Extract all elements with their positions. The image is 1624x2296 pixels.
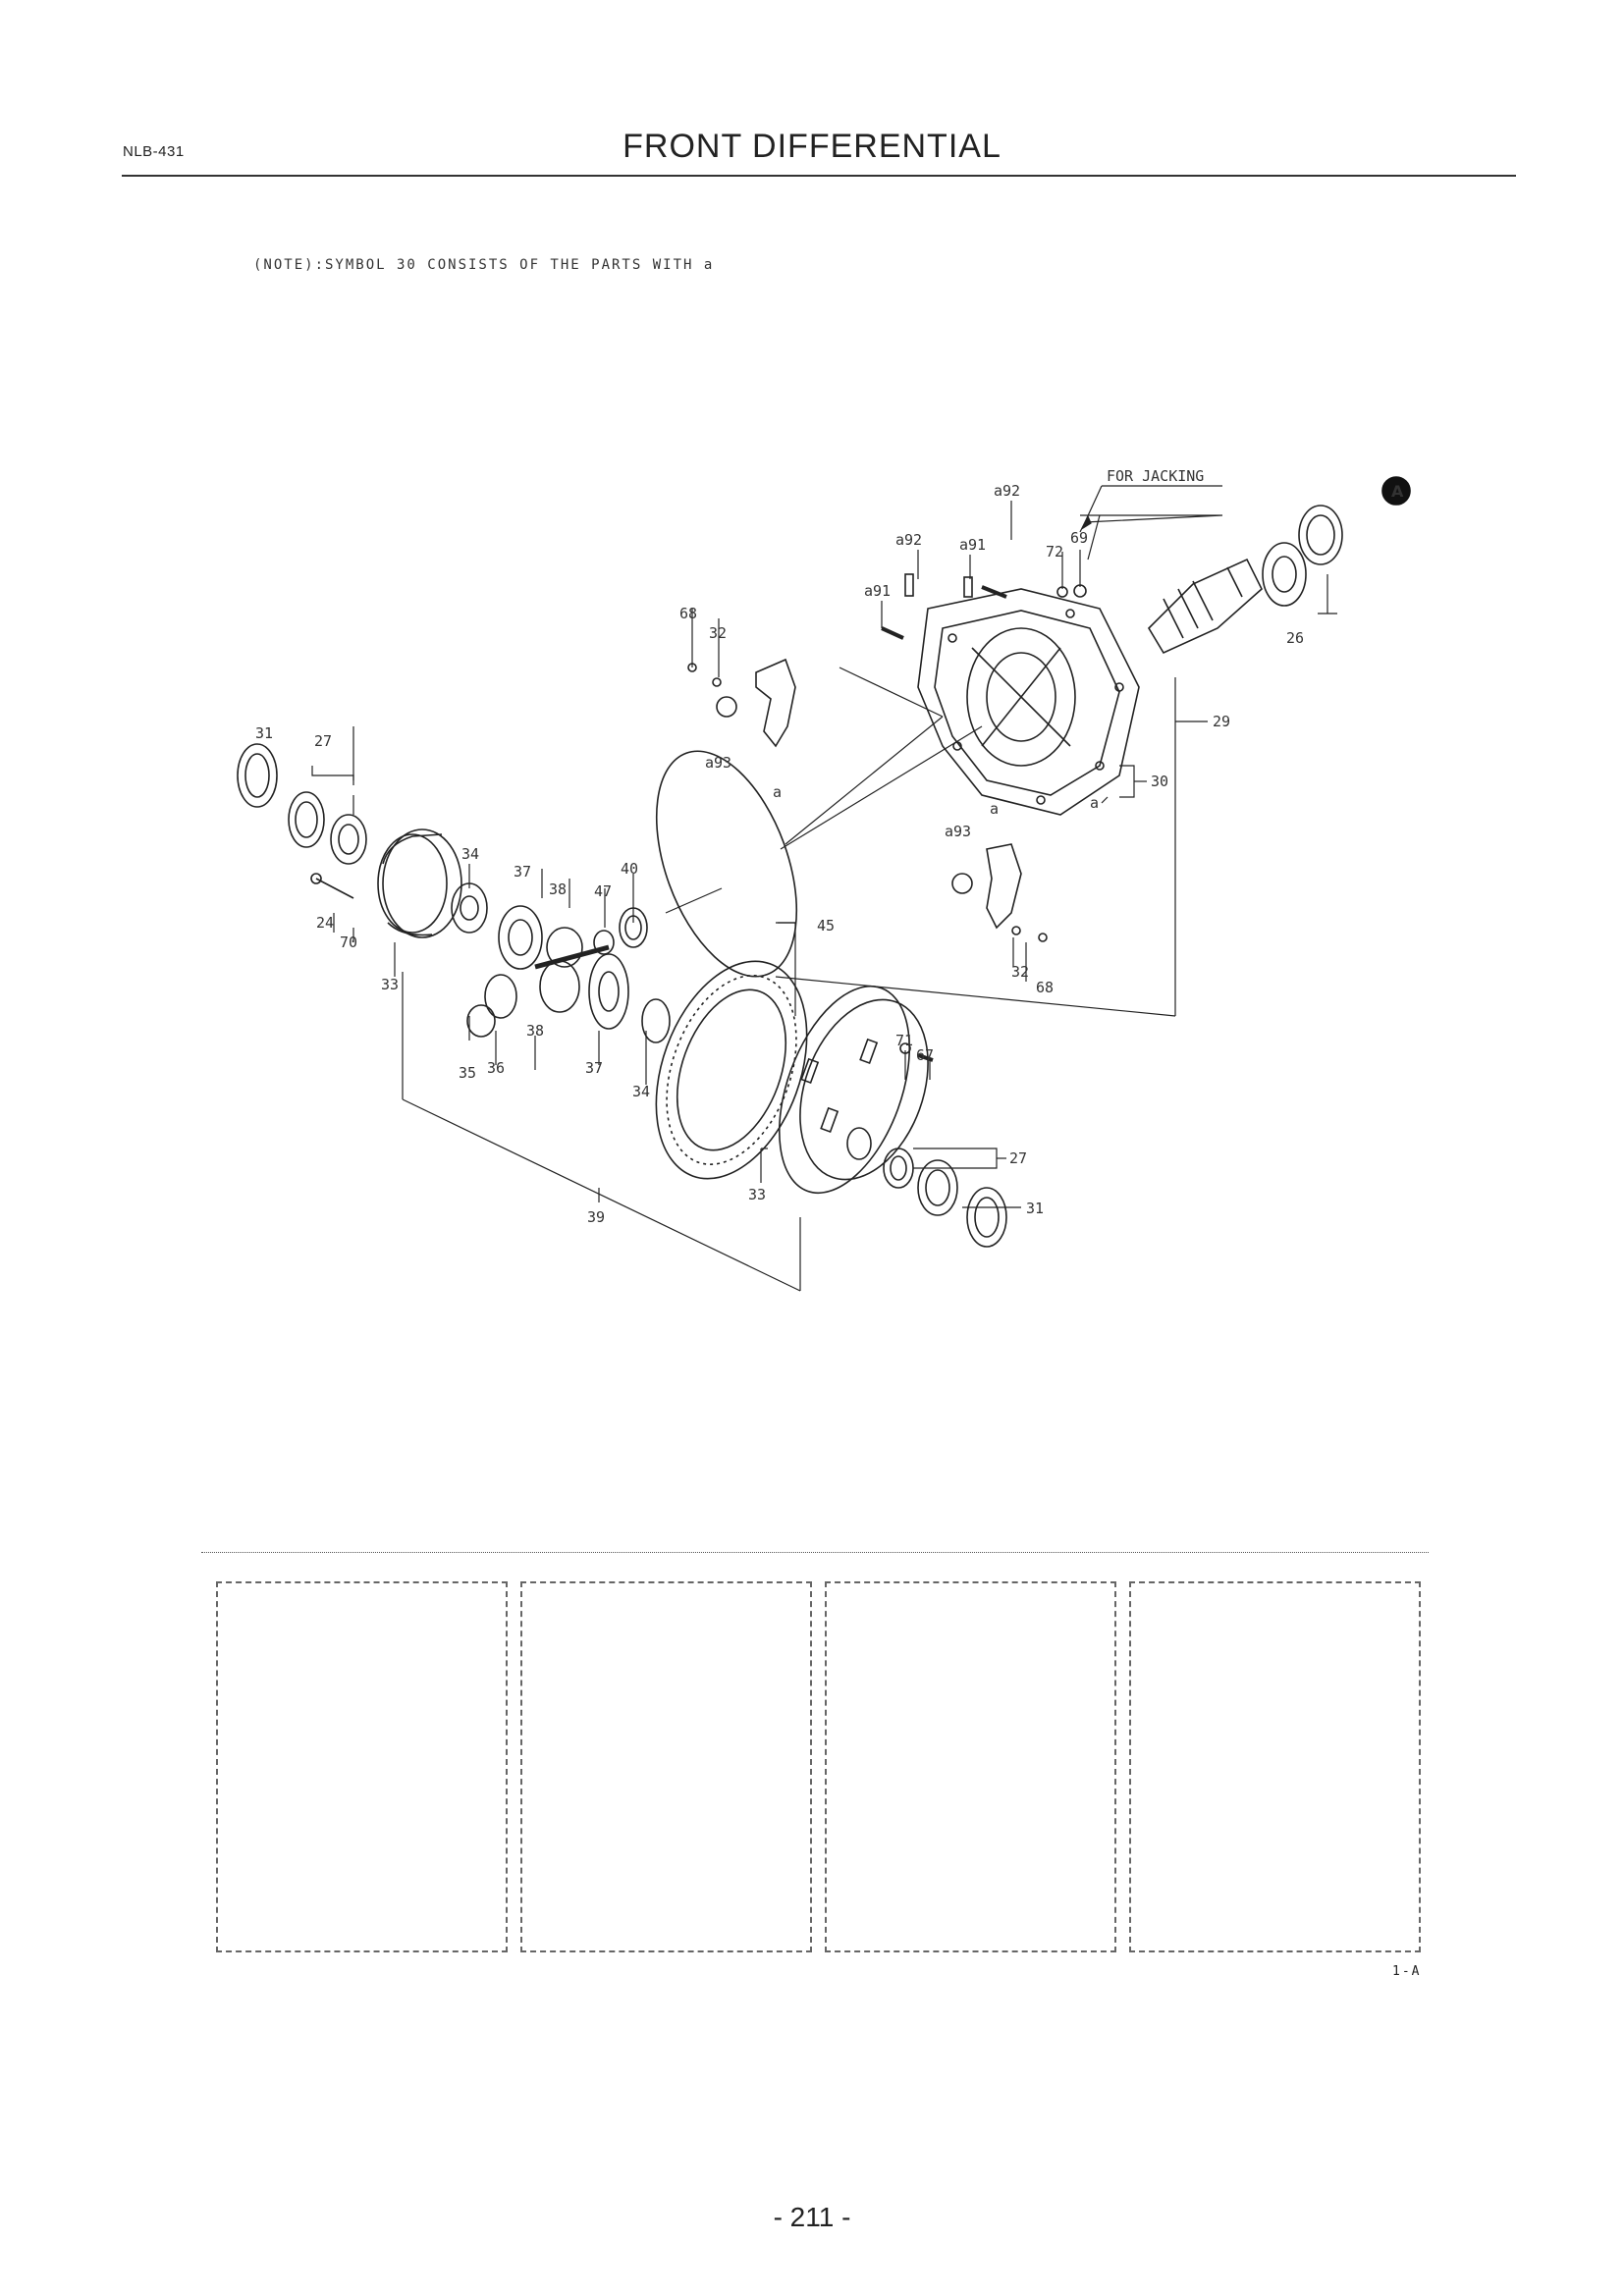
part-label: 38 — [549, 881, 567, 898]
part-label: 26 — [1286, 629, 1304, 647]
bearing-cap-upper — [716, 658, 796, 748]
left-case-half — [377, 828, 462, 938]
part-label: 31 — [1026, 1200, 1044, 1217]
section-separator — [201, 1552, 1429, 1553]
left-side-bearing — [237, 743, 367, 865]
part-label: 34 — [461, 845, 479, 863]
jacking-label: FOR JACKING — [1107, 467, 1204, 485]
part-label: a — [990, 800, 999, 818]
part-label: 37 — [514, 863, 531, 881]
part-label: 24 — [316, 914, 334, 932]
leader-lines — [311, 501, 1337, 1292]
part-labels: FOR JACKING a92 a92 a91 a91 72 69 68 32 … — [255, 467, 1304, 1226]
part-label: 47 — [594, 882, 612, 900]
diagram-note: (NOTE):SYMBOL 30 CONSISTS OF THE PARTS W… — [253, 257, 715, 273]
part-label: 40 — [621, 860, 638, 878]
part-label: 68 — [679, 605, 697, 622]
part-label: 39 — [587, 1208, 605, 1226]
header-rule — [122, 175, 1516, 177]
part-label: 45 — [817, 917, 835, 934]
part-label: 69 — [1070, 529, 1088, 547]
part-label: 29 — [1213, 713, 1230, 730]
part-label: 32 — [1011, 963, 1029, 981]
part-label: a91 — [864, 582, 891, 600]
part-label: 38 — [526, 1022, 544, 1040]
empty-box-2 — [520, 1581, 812, 1952]
part-label: a92 — [994, 482, 1020, 500]
empty-box-4 — [1129, 1581, 1421, 1952]
part-label: 33 — [381, 976, 399, 993]
part-label: 37 — [585, 1059, 603, 1077]
right-case-half — [778, 985, 929, 1195]
carrier-housing — [917, 588, 1140, 816]
callout-letter: A — [1391, 482, 1404, 501]
bolts — [310, 573, 1087, 1062]
part-label: 36 — [487, 1059, 505, 1077]
part-label: 72 — [1046, 543, 1063, 561]
part-label: 34 — [632, 1083, 650, 1100]
part-label: a93 — [945, 823, 971, 840]
part-label: a — [773, 783, 782, 801]
part-label: 35 — [459, 1064, 476, 1082]
part-label: a91 — [959, 536, 986, 554]
part-label: 67 — [916, 1046, 934, 1064]
part-label: 27 — [1009, 1149, 1027, 1167]
part-label: 71 — [895, 1032, 913, 1049]
side-gears — [451, 882, 671, 1043]
o-ring — [655, 750, 798, 978]
part-label: 33 — [748, 1186, 766, 1203]
part-label: 68 — [1036, 979, 1054, 996]
part-label: a93 — [705, 754, 731, 772]
part-label: a92 — [895, 531, 922, 549]
part-label: 27 — [314, 732, 332, 750]
page-title: FRONT DIFFERENTIAL — [623, 128, 1001, 165]
part-label: 70 — [340, 934, 357, 951]
page-number: - 211 - — [773, 2202, 851, 2232]
figure-code: 1-A — [1392, 1964, 1422, 1979]
part-label: 31 — [255, 724, 273, 742]
bearing-cap-lower — [951, 843, 1022, 930]
page-code: NLB-431 — [123, 143, 185, 160]
part-label: a — [1090, 794, 1099, 812]
right-side-bearing — [883, 1148, 1007, 1248]
empty-box-1 — [216, 1581, 508, 1952]
empty-box-3 — [825, 1581, 1116, 1952]
part-label: 32 — [709, 624, 727, 642]
ring-gear — [655, 960, 808, 1180]
part-label: 30 — [1151, 773, 1168, 790]
callout-a: A — [1381, 476, 1411, 506]
jacking-arrow — [1081, 485, 1222, 530]
drive-pinion — [1147, 505, 1343, 655]
